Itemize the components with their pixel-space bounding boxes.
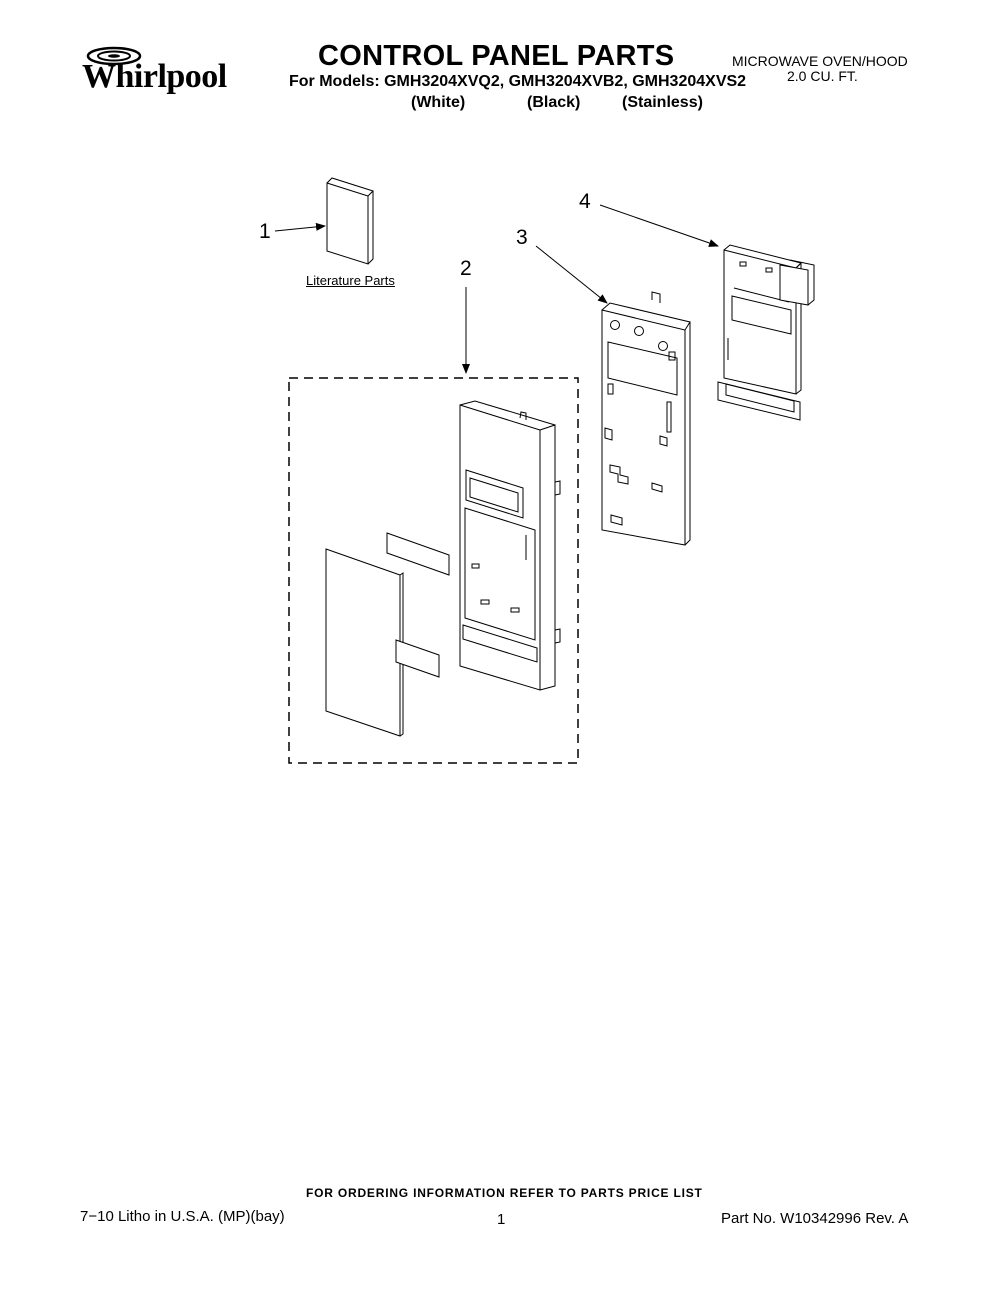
product-capacity: 2.0 CU. FT. <box>787 68 858 84</box>
models-line: For Models: GMH3204XVQ2, GMH3204XVB2, GM… <box>289 73 747 90</box>
part-3-control-bracket <box>601 291 691 546</box>
product-type: MICROWAVE OVEN/HOOD <box>732 53 908 69</box>
leader-line-4 <box>599 204 719 247</box>
part-1-literature-booklet <box>326 177 374 265</box>
part-2-small-window <box>386 532 450 576</box>
callout-3: 3 <box>516 226 528 249</box>
whirlpool-logo <box>86 46 142 66</box>
literature-parts-label: Literature Parts <box>306 273 395 288</box>
litho-info: 7−10 Litho in U.S.A. (MP)(bay) <box>80 1208 285 1225</box>
page-title: CONTROL PANEL PARTS <box>318 40 675 72</box>
variant-black: (Black) <box>527 94 581 111</box>
part-number: Part No. W10342996 Rev. A <box>721 1210 909 1227</box>
part-2-assembly-box <box>288 377 579 764</box>
callout-2: 2 <box>460 257 472 280</box>
callout-1: 1 <box>259 220 271 243</box>
leader-line-3 <box>535 245 608 304</box>
part-2-control-panel-frame <box>459 400 561 691</box>
part-2-membrane-overlay <box>325 548 404 737</box>
callout-4: 4 <box>579 190 591 213</box>
part-4-electronic-control <box>717 244 815 421</box>
leader-line-1 <box>274 222 326 232</box>
brand-logo-text: Whirlpool <box>82 58 227 95</box>
variant-stainless: (Stainless) <box>622 94 703 111</box>
ordering-note: FOR ORDERING INFORMATION REFER TO PARTS … <box>306 1186 703 1200</box>
part-2-lower-plate <box>395 639 440 678</box>
variant-white: (White) <box>411 94 466 111</box>
page-number: 1 <box>497 1211 506 1228</box>
